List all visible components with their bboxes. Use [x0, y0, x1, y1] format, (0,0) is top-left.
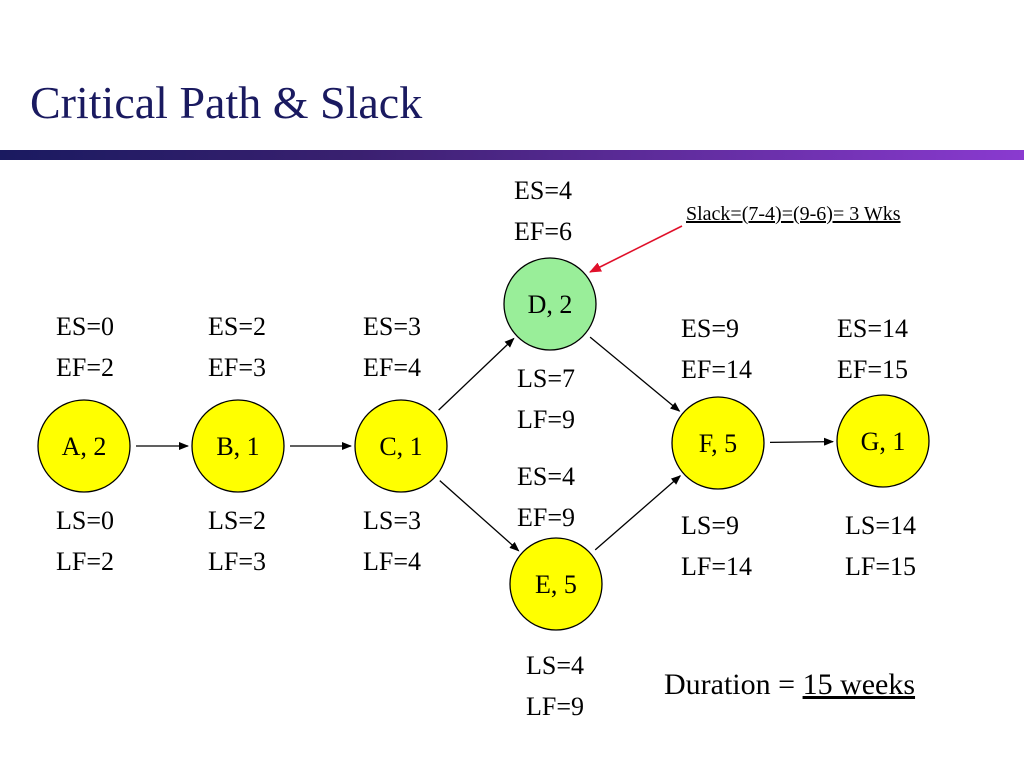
node-a: A, 2 [37, 399, 131, 493]
node-b-ef: EF=3 [208, 353, 267, 382]
edge-c-d [438, 337, 515, 411]
slack-pointer-arrow [589, 225, 683, 273]
node-b-lf: LF=3 [208, 547, 267, 576]
node-a-circle [37, 399, 131, 493]
node-g-ef: EF=15 [837, 355, 909, 384]
node-f-label: F, 5 [699, 429, 737, 458]
node-a-es: ES=0 [56, 312, 115, 341]
edge-c-e [439, 480, 520, 552]
node-c: C, 1 [354, 399, 448, 493]
node-f-ef: EF=14 [681, 355, 753, 384]
node-g: G, 1 [836, 394, 930, 488]
node-b: B, 1 [191, 399, 285, 493]
node-c-ls: LS=3 [363, 506, 422, 535]
node-b-circle [191, 399, 285, 493]
node-b-ls: LS=2 [208, 506, 267, 535]
slack-note: Slack=(7-4)=(9-6)= 3 Wks [686, 203, 901, 225]
node-e: E, 5 [509, 537, 603, 631]
node-g-es: ES=14 [837, 314, 909, 343]
node-a-ls: LS=0 [56, 506, 115, 535]
node-e-lf: LF=9 [526, 692, 585, 721]
node-e-circle [509, 537, 603, 631]
node-layer: A, 2 B, 1 C, 1 D, 2 E, 5 F, 5 G, 1 [37, 257, 930, 631]
node-a-ef: EF=2 [56, 353, 115, 382]
edge-layer [136, 336, 834, 552]
node-e-ls: LS=4 [526, 651, 585, 680]
node-d: D, 2 [503, 257, 597, 351]
node-c-ef: EF=4 [363, 353, 422, 382]
node-c-lf: LF=4 [363, 547, 422, 576]
node-g-lf: LF=15 [845, 552, 917, 581]
node-d-es: ES=4 [514, 176, 573, 205]
node-d-ef: EF=6 [514, 217, 573, 246]
node-d-label: D, 2 [528, 290, 573, 319]
node-e-ef: EF=9 [517, 503, 576, 532]
edge-f-g [769, 437, 834, 446]
node-f-circle [671, 396, 765, 490]
node-d-circle [503, 257, 597, 351]
node-e-es: ES=4 [517, 462, 576, 491]
node-f-lf: LF=14 [681, 552, 753, 581]
duration-label: Duration = [664, 668, 803, 701]
node-c-es: ES=3 [363, 312, 422, 341]
duration-summary: Duration = 15 weeks [664, 670, 915, 700]
node-a-lf: LF=2 [56, 547, 115, 576]
node-b-label: B, 1 [216, 432, 259, 461]
node-a-label: A, 2 [62, 432, 107, 461]
node-g-label: G, 1 [861, 427, 906, 456]
node-g-ls: LS=14 [845, 511, 917, 540]
edge-e-f [594, 475, 682, 551]
node-d-ls: LS=7 [517, 364, 576, 393]
edge-d-f [589, 336, 681, 412]
duration-value: 15 weeks [802, 668, 916, 701]
node-c-label: C, 1 [379, 432, 422, 461]
node-c-circle [354, 399, 448, 493]
node-d-lf: LF=9 [517, 405, 576, 434]
node-e-label: E, 5 [535, 570, 577, 599]
title-divider-bar [0, 150, 1024, 160]
node-f-es: ES=9 [681, 314, 740, 343]
node-f: F, 5 [671, 396, 765, 490]
node-g-circle [836, 394, 930, 488]
node-f-ls: LS=9 [681, 511, 740, 540]
slide-title: Critical Path & Slack [30, 77, 423, 128]
node-b-es: ES=2 [208, 312, 267, 341]
